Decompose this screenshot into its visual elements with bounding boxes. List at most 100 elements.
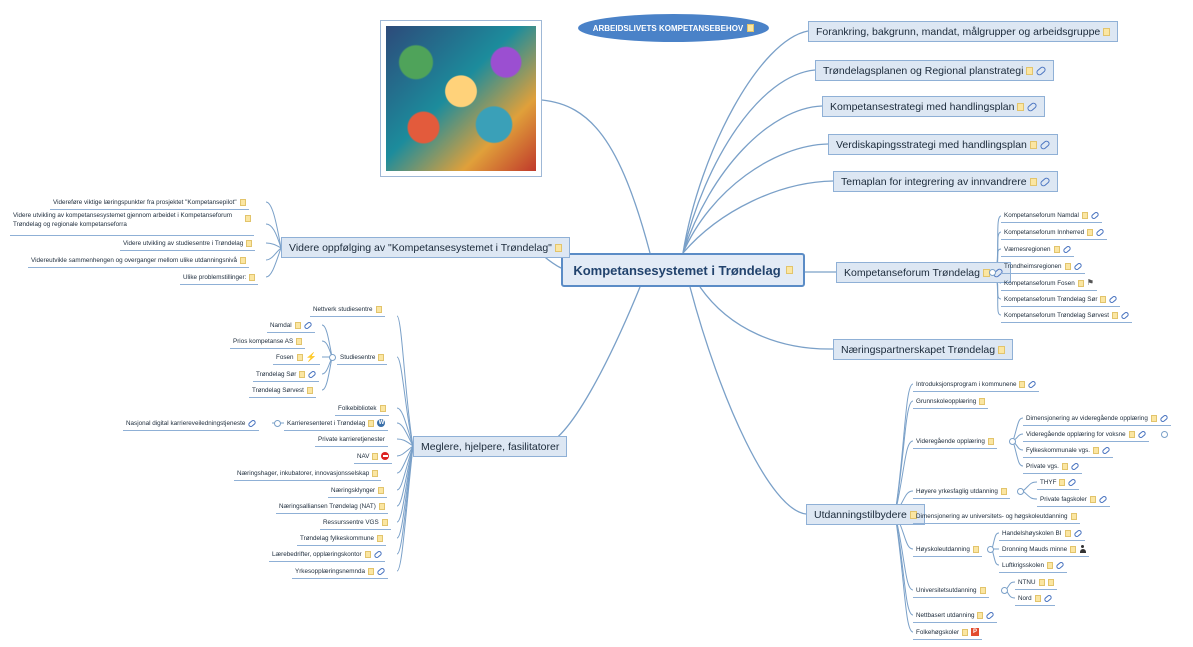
link-icon[interactable] [1101, 445, 1111, 455]
subtopic-grunnskoleopplaering[interactable]: Grunnskoleopplæring [913, 394, 989, 409]
subtopic-private-fagskoler[interactable]: Private fagskoler [1037, 492, 1110, 507]
subtopic-nav[interactable]: NAV [354, 449, 393, 464]
collapse-toggle[interactable] [1001, 587, 1008, 594]
link-icon[interactable] [1038, 175, 1051, 188]
topic-trondelagsplanen[interactable]: Trøndelagsplanen og Regional planstrateg… [815, 60, 1055, 81]
subtopic-fylkeskommunale-vgs[interactable]: Fylkeskommunale vgs. [1023, 443, 1114, 458]
expand-toggle[interactable] [1161, 431, 1168, 438]
subtopic-videreføre-laeringspunkter[interactable]: Videreføre viktige læringspunkter fra pr… [50, 195, 249, 210]
link-icon[interactable] [1035, 64, 1048, 77]
subtopic-kf-trondelag-sorvest[interactable]: Kompetanseforum Trøndelag Sørvest [1001, 308, 1132, 323]
note-icon [249, 273, 256, 281]
subtopic-nettverk-studiesentre[interactable]: Nettverk studiesentre [310, 302, 385, 317]
subtopic-studiesentre-utvikling[interactable]: Videre utvikling av studiesentre i Trønd… [120, 236, 256, 251]
subtopic-luftkrigsskolen[interactable]: Luftkrigsskolen [999, 558, 1067, 573]
link-icon[interactable] [1042, 593, 1053, 603]
central-topic[interactable]: Kompetansesystemet i Trøndelag [561, 253, 805, 287]
link-icon[interactable] [1108, 294, 1119, 304]
link-icon[interactable] [1159, 413, 1169, 423]
subtopic-private-karrieretjenester[interactable]: Private karrieretjenester [315, 432, 388, 447]
subtopic-laerebedrifter[interactable]: Lærebedrifter, opplæringskontor [269, 547, 385, 562]
subtopic-introduksjonsprogram[interactable]: Introduksjonsprogram i kommunene [913, 377, 1040, 392]
subtopic-handelshoyskolen-bi[interactable]: Handelshøyskolen BI [999, 526, 1085, 541]
subtopic-ntnu[interactable]: NTNU [1015, 575, 1057, 590]
subtopic-kf-namdal[interactable]: Kompetanseforum Namdal [1001, 208, 1102, 223]
topic-videre-oppfolging[interactable]: Videre oppfølging av "Kompetansesystemet… [281, 237, 570, 258]
link-icon[interactable] [1027, 379, 1038, 389]
subtopic-vgs-voksne[interactable]: Videregående opplæring for voksne [1023, 427, 1149, 442]
link-icon[interactable] [1026, 100, 1039, 113]
link-icon[interactable] [1055, 560, 1065, 570]
subtopic-studiesenter-trondelag-sor[interactable]: Trøndelag Sør [253, 367, 320, 382]
collapse-toggle[interactable] [1017, 488, 1024, 495]
collapse-toggle[interactable] [274, 420, 281, 427]
map-title[interactable]: ARBEIDSLIVETS KOMPETANSEBEHOV [578, 14, 769, 42]
subtopic-naeringsklynger[interactable]: Næringsklynger [328, 483, 388, 498]
link-icon[interactable] [372, 549, 383, 559]
subtopic-yrkesopplaeringsnemnda[interactable]: Yrkesopplæringsnemnda [292, 564, 389, 579]
collapse-toggle[interactable] [1009, 438, 1016, 445]
topic-naeringspartnerskapet[interactable]: Næringspartnerskapet Trøndelag [833, 339, 1014, 360]
subtopic-overganger-utdanningsniva[interactable]: Videreutvikle sammenhengen og overganger… [28, 253, 250, 268]
link-icon[interactable] [1098, 494, 1108, 504]
subtopic-kf-trondelag-sor[interactable]: Kompetanseforum Trøndelag Sør [1001, 292, 1121, 307]
collapse-toggle[interactable] [987, 546, 994, 553]
subtopic-studiesenter-trondelag-sorvest[interactable]: Trøndelag Sørvest [249, 383, 316, 398]
subtopic-naeringsalliansen[interactable]: Næringsalliansen Trøndelag (NAT) [276, 499, 388, 514]
subtopic-studiesenter-fosen[interactable]: Fosen⚡ [273, 350, 320, 365]
subtopic-studiesentre[interactable]: Studiesentre [337, 350, 388, 365]
topic-verdiskapingsstrategi[interactable]: Verdiskapingsstrategi med handlingsplan [828, 134, 1058, 155]
topic-meglere[interactable]: Meglere, hjelpere, fasilitatorer [413, 436, 568, 457]
subtopic-hoyere-yrkesfaglig[interactable]: Høyere yrkesfaglig utdanning [913, 484, 1010, 499]
subtopic-videre-utvikling-kompetansesystemet[interactable]: Videre utvikling av kompetansesystemet g… [10, 211, 254, 236]
link-icon[interactable] [1070, 461, 1080, 471]
subtopic-ressurssentre-vgs[interactable]: Ressurssentre VGS [320, 515, 391, 530]
subtopic-vaernesregionen[interactable]: Værnesregionen [1001, 242, 1074, 257]
subtopic-thyf[interactable]: THYF [1037, 475, 1080, 490]
link-icon[interactable] [1061, 244, 1072, 254]
link-icon[interactable] [1120, 310, 1130, 320]
subtopic-hoyskoleutdanning[interactable]: Høyskoleutdanning [913, 542, 982, 557]
subtopic-videregaende[interactable]: Videregående opplæring [913, 434, 997, 449]
subtopic-nasjonal-karriereveiledning[interactable]: Nasjonal digital karriereveiledningstjen… [123, 416, 260, 431]
subtopic-dronning-mauds-minne[interactable]: Dronning Mauds minne [999, 542, 1090, 557]
subtopic-universitetsutdanning[interactable]: Universitetsutdanning [913, 583, 989, 598]
topic-forankring[interactable]: Forankring, bakgrunn, mandat, målgrupper… [808, 21, 1119, 42]
link-icon[interactable] [1067, 477, 1078, 487]
subtopic-naeringshager[interactable]: Næringshager, inkubatorer, innovasjonsse… [234, 466, 382, 481]
subtopic-studiesenter-namdal[interactable]: Namdal [267, 318, 315, 333]
topic-kompetansestrategi[interactable]: Kompetansestrategi med handlingsplan [822, 96, 1046, 117]
link-icon[interactable] [307, 369, 318, 379]
collapse-toggle[interactable] [989, 269, 996, 276]
link-icon[interactable] [247, 418, 258, 428]
topic-temaplan[interactable]: Temaplan for integrering av innvandrere [833, 171, 1058, 192]
subtopic-ulike-problemstillinger[interactable]: Ulike problemstillinger: [180, 270, 259, 285]
link-icon[interactable] [1072, 528, 1083, 538]
subtopic-kf-innherred[interactable]: Kompetanseforum Innherred [1001, 225, 1108, 240]
subtopic-dimensjonering-vgs[interactable]: Dimensjonering av videregående opplæring [1023, 411, 1171, 426]
link-icon[interactable] [1090, 210, 1100, 220]
link-icon[interactable] [303, 320, 313, 330]
wordpress-icon[interactable]: W [377, 419, 386, 427]
collapse-toggle[interactable] [329, 354, 336, 361]
subtopic-dimensjonering-uh[interactable]: Dimensjonering av universitets- og høgsk… [913, 509, 1080, 524]
link-icon[interactable] [1136, 429, 1147, 439]
topic-kompetanseforum-trondelag[interactable]: Kompetanseforum Trøndelag [836, 262, 1011, 283]
subtopic-trondelag-fylkeskommune[interactable]: Trøndelag fylkeskommune [297, 531, 386, 546]
subtopic-kf-fosen[interactable]: Kompetanseforum Fosen⚑ [1001, 276, 1097, 291]
topic-utdanningstilbydere[interactable]: Utdanningstilbydere [806, 504, 925, 525]
link-icon[interactable] [376, 566, 386, 576]
subtopic-nettbasert[interactable]: Nettbasert utdanning [913, 608, 998, 623]
subtopic-folkebibliotek[interactable]: Folkebibliotek [335, 401, 389, 416]
link-icon[interactable] [985, 610, 996, 620]
subtopic-private-vgs[interactable]: Private vgs. [1023, 459, 1082, 474]
link-icon[interactable] [1095, 227, 1105, 237]
subtopic-trondheimsregionen[interactable]: Trondheimsregionen [1001, 259, 1085, 274]
subtopic-prios-kompetanse[interactable]: Prios kompetanse AS [230, 334, 306, 349]
presentation-icon[interactable]: P [971, 628, 980, 636]
subtopic-nord[interactable]: Nord [1015, 591, 1055, 606]
link-icon[interactable] [1039, 138, 1051, 151]
link-icon[interactable] [1072, 261, 1083, 271]
